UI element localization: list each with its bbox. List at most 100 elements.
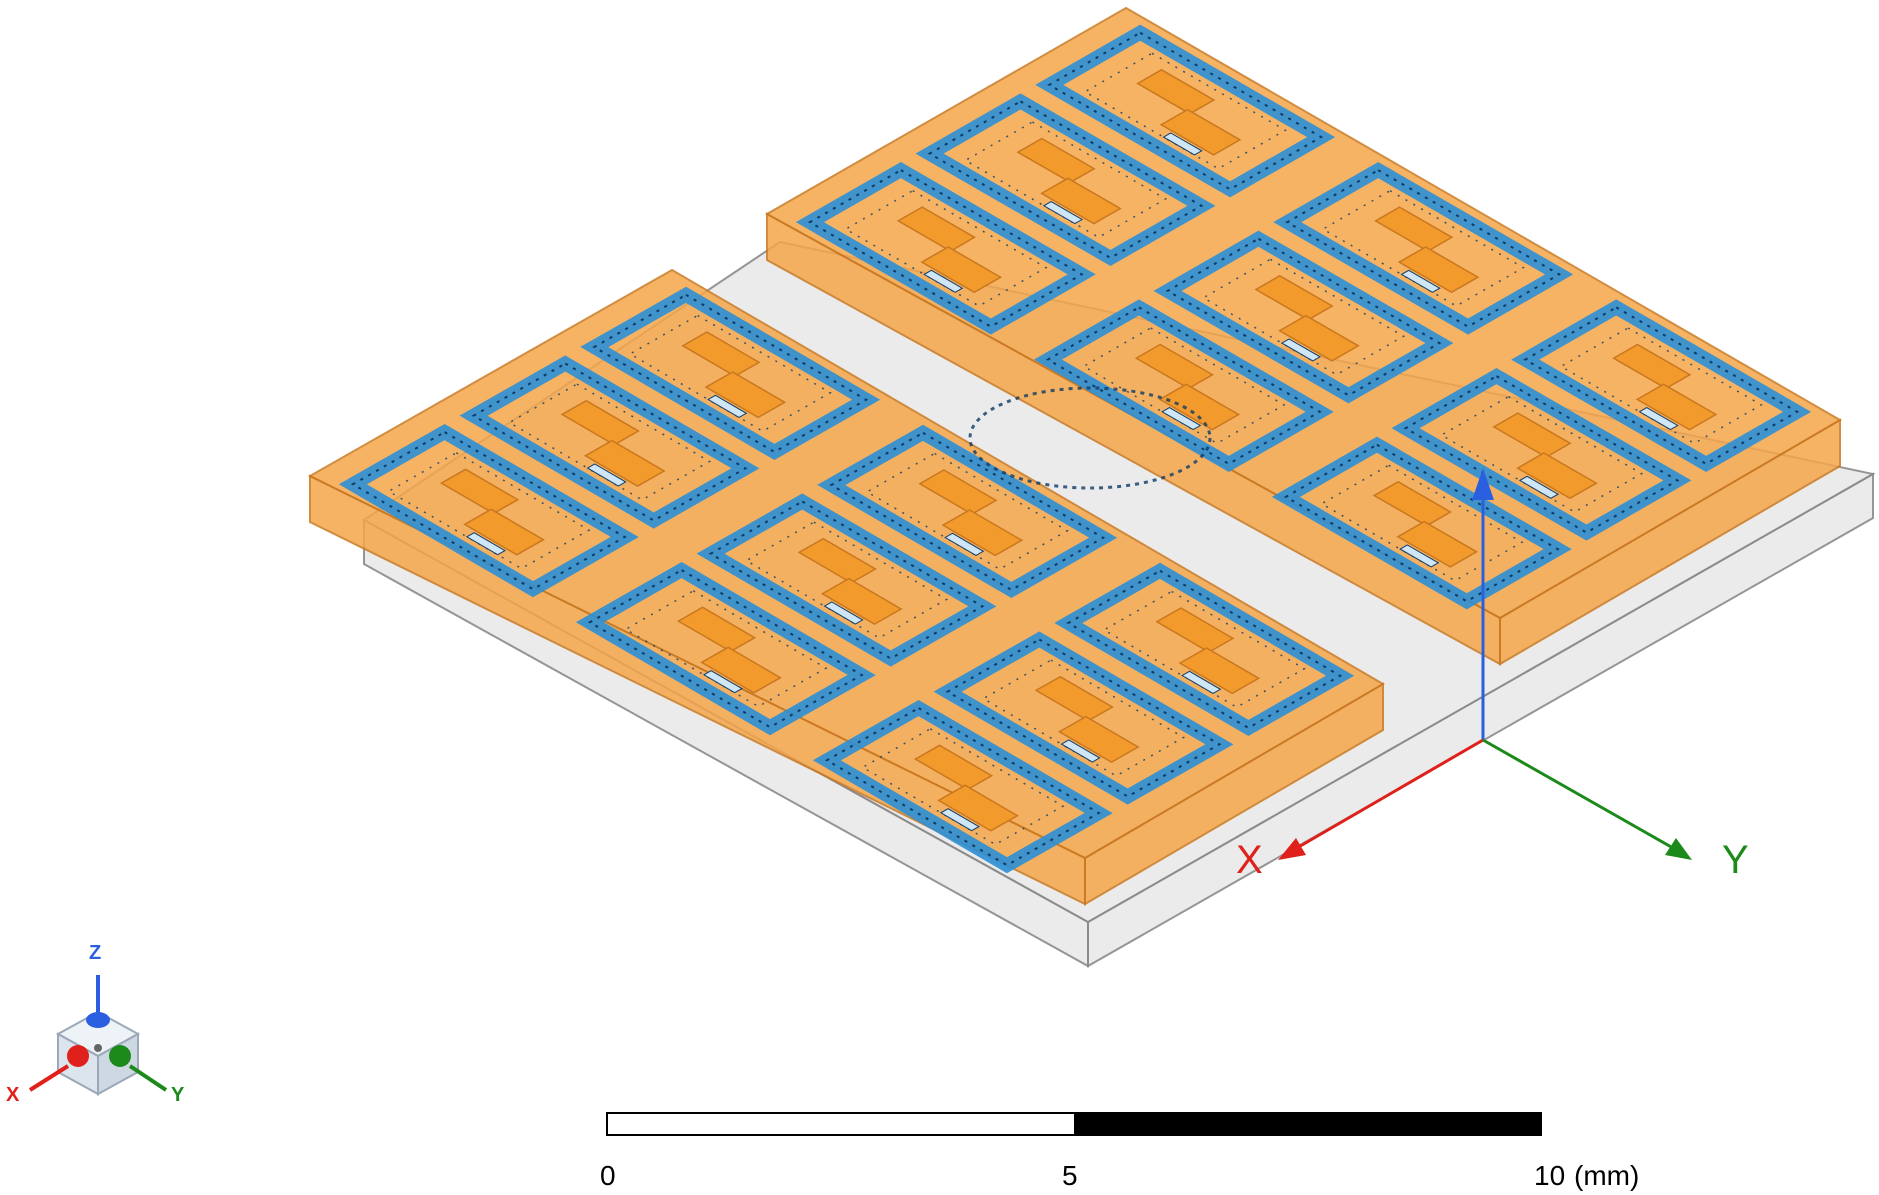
- chip-pad: [704, 371, 787, 419]
- module-left: [307, 268, 1385, 906]
- feed-ring: [968, 386, 1212, 490]
- pin-ring: [1273, 162, 1574, 335]
- triad-label-x: X: [6, 1084, 20, 1106]
- triad-x-axis: [28, 1064, 70, 1092]
- pin-ring: [580, 286, 881, 460]
- chip-pad: [1178, 647, 1261, 695]
- axis-x-line: [1289, 738, 1484, 854]
- pin-ring: [338, 424, 639, 598]
- pin-ring: [1054, 562, 1355, 736]
- triad-label-z: Z: [89, 942, 102, 964]
- axis-y-line: [1482, 738, 1681, 854]
- chip-window: [1042, 201, 1084, 225]
- chip-pad: [1278, 314, 1360, 362]
- scale-bar-white-segment: [608, 1114, 1074, 1134]
- triad-x-knob: [67, 1045, 89, 1067]
- chip-window: [702, 670, 743, 694]
- axis-y-arrow: [1665, 838, 1692, 860]
- chip-window: [1638, 407, 1679, 431]
- scale-tick-10: 10: [1534, 1160, 1566, 1191]
- triad-y-knob: [109, 1045, 131, 1067]
- module-right-cell: [795, 162, 1096, 335]
- scale-tick-0: 0: [600, 1160, 616, 1191]
- module-left-cell: [575, 562, 876, 736]
- chip-window: [1399, 544, 1440, 568]
- chip-pad: [1040, 177, 1122, 225]
- module-left-cell: [459, 355, 760, 529]
- triad-label-y: Y: [171, 1084, 185, 1106]
- chip-pad: [820, 577, 903, 625]
- chip-pad: [941, 509, 1024, 557]
- chip-pad: [1159, 108, 1242, 156]
- chip-window: [1060, 739, 1101, 763]
- module-left-cell: [1054, 562, 1355, 736]
- pin-ring: [575, 562, 876, 736]
- axis-z-arrow: [1472, 468, 1494, 500]
- chip-pad: [463, 508, 545, 556]
- pin-ring: [696, 493, 997, 667]
- module-right-cell: [915, 93, 1216, 266]
- scale-bar: [606, 1112, 1542, 1136]
- chip-window: [823, 601, 864, 625]
- axis-label-y: Y: [1722, 838, 1749, 882]
- pin-ring: [1033, 299, 1334, 472]
- chip-window: [1162, 132, 1203, 156]
- module-right-cell: [1153, 230, 1454, 404]
- pin-ring: [1271, 436, 1572, 610]
- pin-ring: [459, 355, 760, 529]
- module-left-cell: [812, 700, 1113, 874]
- module-right-cell: [1511, 299, 1812, 472]
- chip-pad: [583, 439, 666, 487]
- module-right-cell: [1271, 436, 1572, 610]
- scale-tick-5: 5: [1062, 1160, 1078, 1191]
- axis-label-x: X: [1236, 838, 1263, 882]
- module-left-cell: [933, 631, 1234, 805]
- chip-pad: [1635, 383, 1718, 431]
- module-right-cell: [1391, 368, 1692, 541]
- pin-ring: [795, 162, 1096, 335]
- module-left-cell: [580, 286, 881, 460]
- scale-unit: (mm): [1574, 1160, 1640, 1191]
- chip-window: [939, 808, 980, 832]
- pin-ring: [915, 93, 1216, 266]
- pin-ring: [933, 631, 1234, 805]
- coordinate-system: [1278, 468, 1692, 860]
- pin-ring: [817, 424, 1118, 598]
- chip-window: [586, 463, 627, 487]
- module-right-cell: [1035, 24, 1336, 198]
- chip-pad: [1397, 246, 1480, 294]
- chip-pad: [1396, 520, 1479, 568]
- axis-x-arrow: [1278, 838, 1306, 860]
- chip-pad: [700, 646, 782, 694]
- chip-pad: [937, 784, 1019, 832]
- module-left-cell: [696, 493, 997, 667]
- chip-window: [1518, 475, 1560, 499]
- chip-pad: [920, 246, 1003, 294]
- chip-pad: [1516, 452, 1598, 500]
- chip-window: [465, 532, 506, 556]
- triad-origin: [94, 1044, 102, 1052]
- pin-ring: [812, 700, 1113, 874]
- chip-pad: [1057, 715, 1140, 763]
- scale-bar-black-segment: [1074, 1114, 1540, 1134]
- pin-ring: [1391, 368, 1692, 541]
- module-right-cell: [1273, 162, 1574, 335]
- pin-ring: [1153, 230, 1454, 404]
- chip-window: [1400, 269, 1441, 293]
- chip-window: [1181, 670, 1222, 694]
- chip-window: [707, 394, 748, 418]
- chip-pad: [1158, 383, 1241, 431]
- triad-y-axis: [128, 1064, 168, 1092]
- module-left-cell: [338, 424, 639, 598]
- triad-z-knob: [86, 1012, 110, 1028]
- chip-window: [944, 532, 985, 556]
- module-right-cell: [1033, 299, 1334, 472]
- chip-window: [1280, 338, 1322, 362]
- orientation-triad: [28, 975, 168, 1096]
- chip-window: [1161, 407, 1202, 431]
- chip-window: [923, 269, 964, 293]
- module-left-cell: [817, 424, 1118, 598]
- pin-ring: [1035, 24, 1336, 198]
